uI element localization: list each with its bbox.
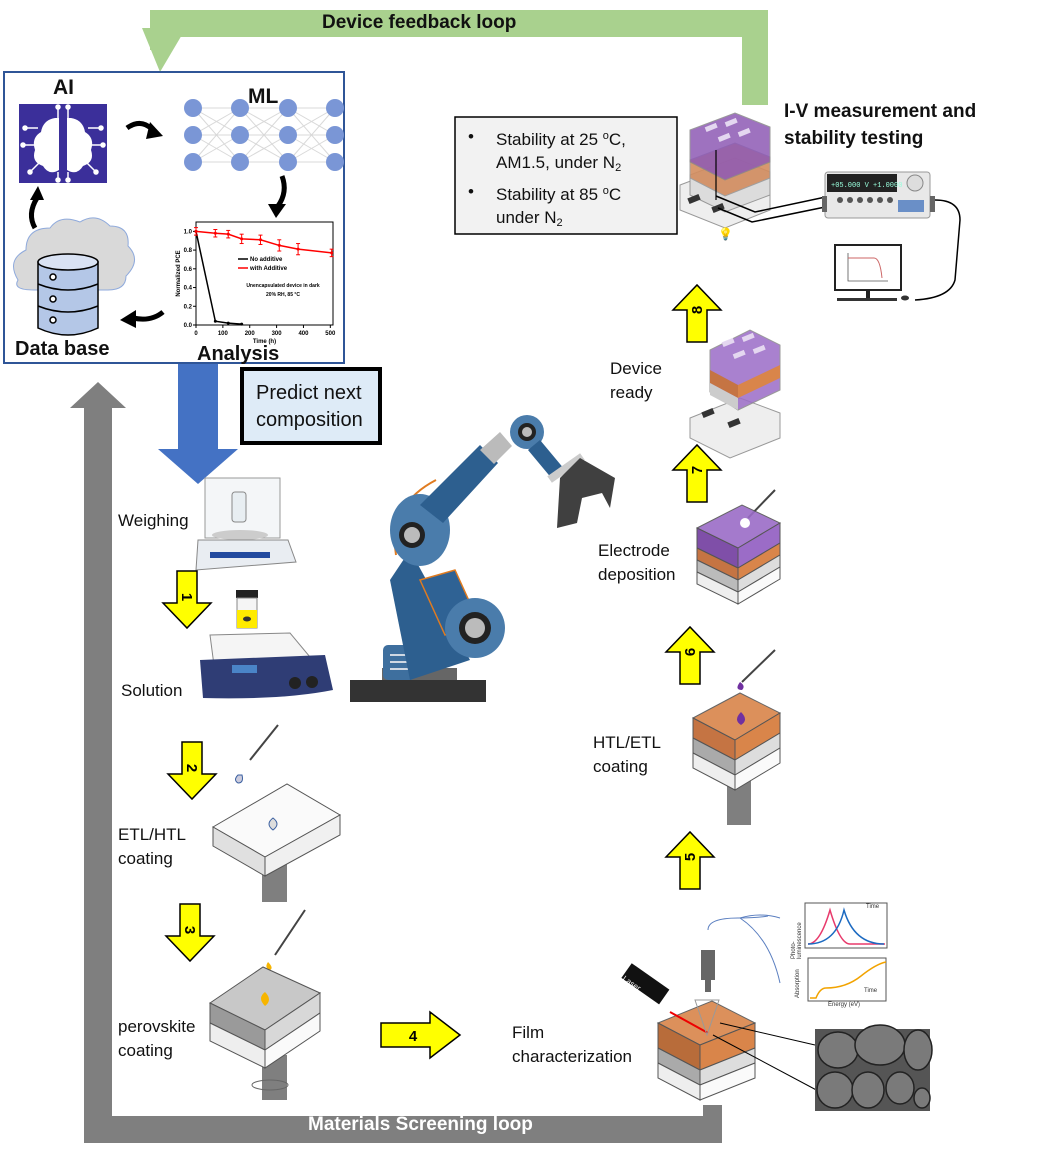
data-point [226,321,230,325]
x-tick-label: 100 [218,331,229,337]
step-arrow-3: 3 [165,903,215,962]
step-arrow-4: 4 [380,1010,462,1060]
iv-device-icon [679,112,836,229]
pl-time-label: Time [866,904,880,910]
iv-title-line-1: I-V measurement and [784,101,977,122]
ml-network-icon [184,99,344,171]
device-ready-icon [689,329,781,459]
chart-annotation: Unencapsulated device in dark [246,283,320,289]
database-cloud-icon [13,217,135,336]
iv-measurement-title: I-V measurement and stability testing [784,98,976,152]
svg-text:3: 3 [181,926,198,934]
x-tick-label: 300 [272,331,283,337]
data-point [213,319,217,323]
series-line-no-additive [195,231,242,325]
step-arrow-6: 6 [665,626,715,685]
stability-conditions-list: • Stability at 25 oC, AM1.5, under N2 • … [466,125,626,235]
x-tick-label: 500 [325,331,336,337]
iv-title-line-2: stability testing [784,128,924,149]
device-feedback-loop-label: Device feedback loop [322,12,517,33]
y-tick-label: 0.4 [184,286,193,292]
y-tick-label: 0.8 [184,248,193,254]
svg-text:+05.000 V +1.0000 A: +05.000 V +1.0000 A [831,182,912,190]
materials-screening-loop-label: Materials Screening loop [308,1114,533,1135]
y-tick-label: 0.6 [184,267,193,273]
chart-frame [195,221,334,326]
ai-label: AI [53,76,74,99]
stability-item-25c: • Stability at 25 oC, AM1.5, under N2 [468,127,626,174]
svg-text:8: 8 [689,306,706,314]
source-meter-icon: +05.000 V +1.0000 A [822,171,961,301]
db-to-ai-arrow-icon [29,196,40,230]
etl-htl-spin-coater-icon [212,724,342,902]
data-point [240,322,244,326]
ai-ml-box [3,71,345,364]
y-axis-label: Normalized PCE [176,250,182,296]
x-axis-label: Time (h) [253,339,276,345]
lightbulb-icon: 💡 [718,227,733,241]
solution-label: Solution [121,681,183,700]
sem-image [815,1024,933,1111]
legend-entry: with Additive [249,266,288,272]
x-tick-label: 200 [245,331,256,337]
pl-axis-label: Photo-luminescence [791,922,803,959]
step-arrow-2: 2 [167,741,217,800]
predict-arrow [158,364,238,484]
predict-box-frame [240,367,382,445]
abs-time-label: Time [864,988,878,994]
weighing-label: Weighing [118,511,189,530]
svg-text:4: 4 [409,1028,418,1045]
stability-item-85c: • Stability at 85 oC under N2 [468,182,622,229]
materials-screening-loop-arrow [70,382,722,1143]
ai-brain-icon [19,104,107,183]
svg-text:2: 2 [183,764,200,772]
svg-text:5: 5 [682,853,699,861]
series-line-with-additive [195,230,332,254]
chart-annotation: 20% RH, 85 °C [266,292,300,298]
svg-text:1: 1 [178,593,195,601]
robot-arm-icon [350,415,615,702]
ml-to-analysis-arrow-icon [275,175,287,208]
absorption-plot [807,957,887,1002]
svg-text:6: 6 [682,648,699,656]
predict-line-1: Predict next [256,382,362,404]
svg-text:7: 7 [689,466,706,474]
electrode-deposition-icon [695,489,782,605]
x-tick-label: 0 [194,331,198,337]
computer-monitor-icon [834,244,909,301]
photoluminescence-plot [804,902,888,949]
energy-axis-label: Energy (eV) [828,1002,861,1008]
database-label: Data base [15,338,110,360]
perovskite-spin-coater-icon [209,909,322,1100]
y-tick-label: 1.0 [184,229,193,235]
step-arrow-5: 5 [665,831,715,890]
legend-entry: No additive [250,257,283,263]
analysis-label: Analysis [197,343,280,365]
absorption-axis-label: Absorption [795,969,801,998]
x-tick-label: 400 [298,331,309,337]
hotplate-stirrer-icon [200,590,333,699]
htl-etl-spin-coater-icon [691,649,782,825]
predict-next-composition-box: Predict next composition [256,380,363,434]
y-tick-label: 0.2 [184,304,193,310]
step-arrow-1: 1 [162,570,212,629]
step-arrow-8: 8 [672,284,722,343]
device-feedback-loop-arrow [142,10,768,105]
laser-icon [621,963,670,1005]
stability-box-frame [454,116,678,235]
step-arrow-7: 7 [672,444,722,503]
ml-label: ML [248,85,279,108]
weighing-balance-icon [195,477,297,571]
y-tick-label: 0.0 [184,323,193,329]
predict-line-2: composition [256,409,363,431]
film-characterization-icon [656,914,823,1101]
